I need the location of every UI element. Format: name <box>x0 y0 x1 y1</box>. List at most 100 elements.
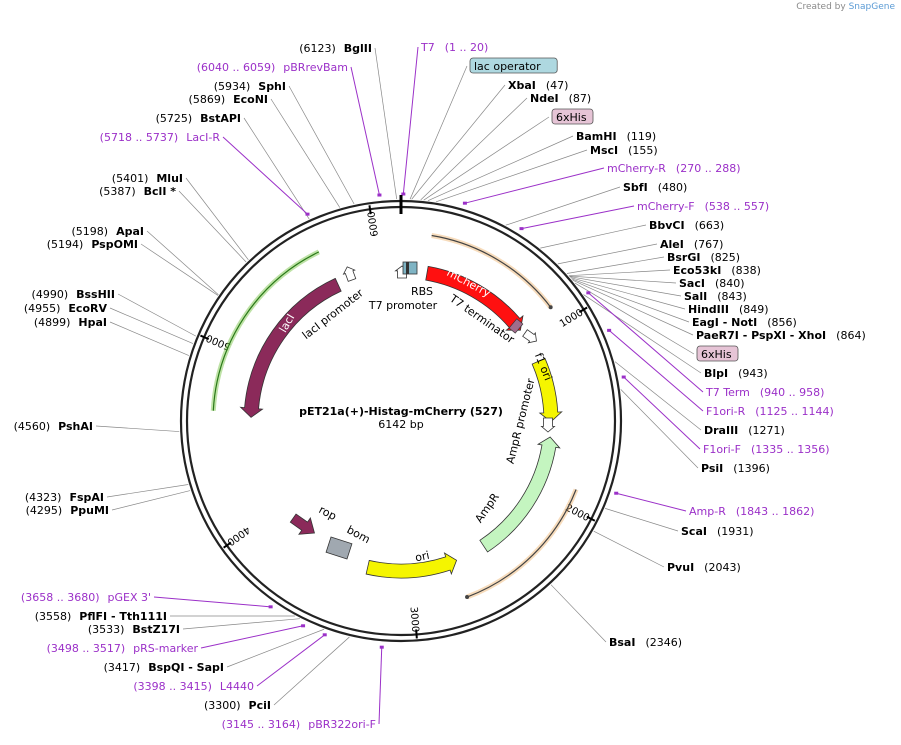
site-bsshii[interactable]: (4990)BssHII <box>32 288 115 301</box>
annotation-name: mCherry-F <box>637 200 695 213</box>
leader-line <box>153 596 271 608</box>
annotation-name: PflFI - Tth111I <box>79 610 167 623</box>
annotation-position: (3398 .. 3415) <box>133 680 212 693</box>
primer-mark <box>607 328 612 332</box>
leader-line <box>550 584 607 643</box>
annotation-name: EagI - NotI <box>692 316 757 329</box>
annotation-text: (3145 .. 3164) pBR322ori-F <box>222 718 376 731</box>
annotation-text: PvuI(2043) <box>667 561 741 574</box>
annotation-name: pBR322ori-F <box>308 718 376 731</box>
primer-pbrrevbam[interactable]: (6040 .. 6059)pBRrevBam <box>197 61 348 74</box>
primer-pgex-3[interactable]: (3658 .. 3680)pGEX 3' <box>21 591 151 604</box>
primer-mcherry-f[interactable]: mCherry-F(538 .. 557) <box>637 200 769 213</box>
leader-line <box>570 277 686 310</box>
site-bsrgi[interactable]: BsrGI(825) <box>667 251 740 264</box>
site-draiii[interactable]: DraIII(1271) <box>704 424 785 437</box>
primer-mark <box>305 212 310 216</box>
site-sphi[interactable]: (5934)SphI <box>214 80 286 93</box>
site-msci[interactable]: MscI(155) <box>590 144 658 157</box>
site-xbai[interactable]: XbaI(47) <box>508 79 568 92</box>
primer-prs-marker[interactable]: (3498 .. 3517)pRS-marker <box>47 642 199 655</box>
leader-line <box>140 243 219 296</box>
tick-mark-3000 <box>415 629 418 639</box>
box-text: 6xHis <box>556 111 587 124</box>
annotation-text: BsrGI(825) <box>667 251 740 264</box>
site-bcli[interactable]: (5387)BclI * <box>99 185 176 198</box>
primer-mcherry-r[interactable]: mCherry-R(270 .. 288) <box>607 162 740 175</box>
box-lac-operator[interactable]: lac operator <box>469 57 558 74</box>
feature-t7-terminator[interactable] <box>522 328 540 346</box>
annotation-name: BstZ17I <box>132 623 180 636</box>
site-eagi-noti[interactable]: EagI - NotI(856) <box>692 316 797 329</box>
site-bsai[interactable]: BsaI(2346) <box>609 636 682 649</box>
site-pshai[interactable]: (4560)PshAI <box>14 420 93 433</box>
annotation-position: (5194) <box>47 238 84 251</box>
primer-mark <box>401 192 406 196</box>
annotation-text: DraIII(1271) <box>704 424 785 437</box>
site-hindiii[interactable]: HindIII(849) <box>688 303 769 316</box>
feature-rbs[interactable] <box>402 261 418 275</box>
site-bstapi[interactable]: (5725)BstAPI <box>156 112 241 125</box>
site-bbvci[interactable]: BbvCI(663) <box>649 219 724 232</box>
site-pcii[interactable]: (3300)PciI <box>204 699 271 712</box>
site-pvui[interactable]: PvuI(2043) <box>667 561 741 574</box>
box-6xhis[interactable]: 6xHis <box>696 345 739 362</box>
site-sali[interactable]: SalI(843) <box>684 290 747 303</box>
primer-amp-r[interactable]: Amp-R(1843 .. 1862) <box>689 505 814 518</box>
site-saci[interactable]: SacI(840) <box>679 277 745 290</box>
site-econi[interactable]: (5869)EcoNI <box>189 93 268 106</box>
site-hpai[interactable]: (4899)HpaI <box>34 316 107 329</box>
feature-laci-promoter[interactable] <box>342 265 358 282</box>
primer-t7[interactable]: T7(1 .. 20) <box>420 41 488 54</box>
site-eco53ki[interactable]: Eco53kI(838) <box>673 264 761 277</box>
primer-f1ori-r[interactable]: F1ori-R(1125 .. 1144) <box>706 405 834 418</box>
annotation-text: mCherry-R(270 .. 288) <box>607 162 740 175</box>
leader-line <box>568 269 671 277</box>
primer-tip <box>465 595 470 600</box>
site-alei[interactable]: AleI(767) <box>660 238 723 251</box>
primer-l4440[interactable]: (3398 .. 3415)L4440 <box>133 680 254 693</box>
site-bspqi-sapi[interactable]: (3417)BspQI - SapI <box>104 661 224 674</box>
feature-ori[interactable]: ori <box>365 549 458 579</box>
site-pspomi[interactable]: (5194)PspOMI <box>47 238 138 251</box>
annotation-position: (1335 .. 1356) <box>751 443 830 456</box>
site-scai[interactable]: ScaI(1931) <box>681 525 754 538</box>
feature-ampr-promoter[interactable] <box>540 417 556 433</box>
site-ndei[interactable]: NdeI(87) <box>530 92 591 105</box>
site-mlui[interactable]: (5401)MluI <box>112 172 183 185</box>
annotation-position: (3145 .. 3164) <box>222 718 301 731</box>
site-pflfi-tth111i[interactable]: (3558)PflFI - Tth111I <box>35 610 167 623</box>
annotation-name: BbvCI <box>649 219 685 232</box>
feature-label-t7-promoter: T7 promoter <box>368 299 438 312</box>
annotation-text: T7(1 .. 20) <box>420 41 488 54</box>
primer-pbr322ori-f[interactable]: (3145 .. 3164) pBR322ori-F <box>222 718 376 731</box>
site-bstz17i[interactable]: (3533)BstZ17I <box>88 623 180 636</box>
feature-f1-ori[interactable]: f1 ori <box>531 351 563 423</box>
primer-f1ori-f[interactable]: F1ori-F(1335 .. 1356) <box>703 443 830 456</box>
leader-line <box>588 292 704 393</box>
feature-rop[interactable] <box>287 510 320 541</box>
site-bglii[interactable]: (6123)BglII <box>299 42 372 55</box>
feature-bom[interactable] <box>325 536 353 560</box>
site-apai[interactable]: (5198)ApaI <box>72 225 144 238</box>
annotation-name: T7 <box>420 41 435 54</box>
site-blpi[interactable]: BlpI(943) <box>704 367 768 380</box>
site-paer7i-pspxi-xhoi[interactable]: PaeR7I - PspXI - XhoI(864) <box>696 329 866 342</box>
site-psii[interactable]: PsiI(1396) <box>701 462 770 475</box>
annotation-position: (5718 .. 5737) <box>100 131 179 144</box>
site-sbfi[interactable]: SbfI(480) <box>623 181 687 194</box>
site-ppumi[interactable]: (4295)PpuMI <box>26 504 109 517</box>
leader-line <box>288 85 355 205</box>
site-ecorv[interactable]: (4955)EcoRV <box>24 302 108 315</box>
tick-label-1000: 1000 <box>558 307 585 330</box>
site-fspai[interactable]: (4323)FspAI <box>25 491 104 504</box>
box-6xhis[interactable]: 6xHis <box>551 108 594 125</box>
primer-tip <box>548 305 553 310</box>
site-bamhi[interactable]: BamHI(119) <box>576 130 656 143</box>
annotation-name: SacI <box>679 277 705 290</box>
annotation-position: (119) <box>627 130 657 143</box>
primer-laci-r[interactable]: (5718 .. 5737)LacI-R <box>100 131 221 144</box>
annotation-name: PsiI <box>701 462 723 475</box>
primer-t7-term[interactable]: T7 Term(940 .. 958) <box>705 386 824 399</box>
